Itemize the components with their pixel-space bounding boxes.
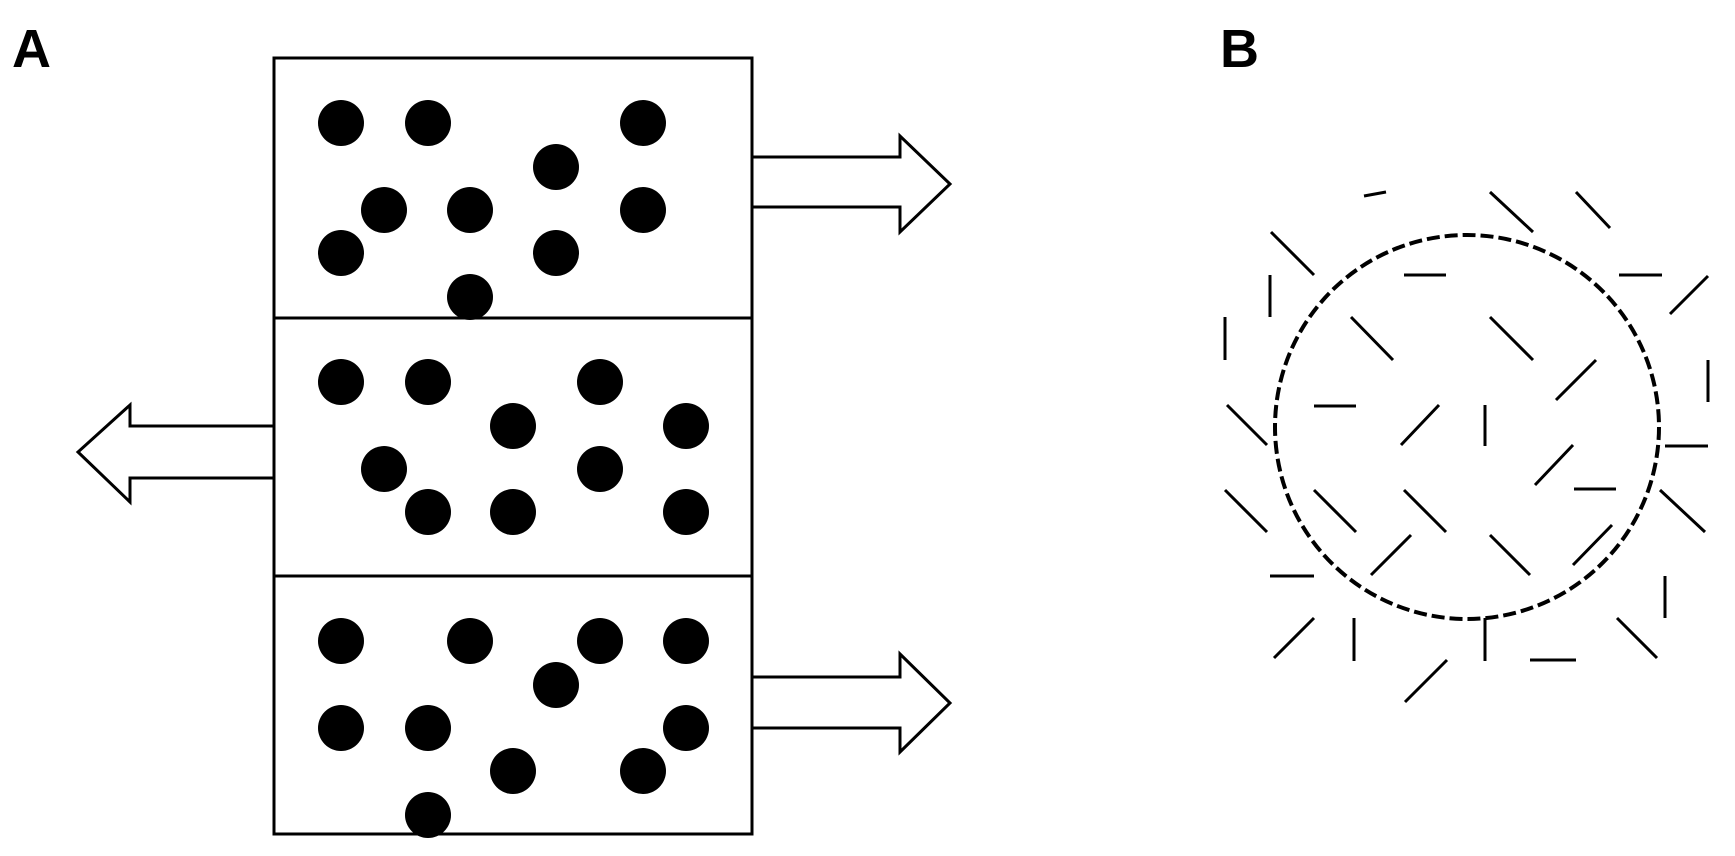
orientation-dash (1403, 658, 1449, 704)
domain-box-top (272, 56, 754, 320)
particle-dot (318, 100, 364, 146)
particle-dot (533, 144, 579, 190)
orientation-dash (1533, 443, 1575, 487)
orientation-dash (1349, 315, 1395, 362)
particle-dot (490, 748, 536, 794)
particle-dot (577, 618, 623, 664)
particle-dot (663, 705, 709, 751)
particle-dot (447, 274, 493, 320)
orientation-dash (1615, 616, 1659, 660)
particle-dot (405, 705, 451, 751)
particle-dot (663, 618, 709, 664)
particle-dot (577, 359, 623, 405)
particle-dot (447, 618, 493, 664)
particle-dot (663, 489, 709, 535)
orientation-dash (1269, 230, 1316, 277)
particle-dot (533, 230, 579, 276)
particle-dot (533, 662, 579, 708)
particle-dot (577, 446, 623, 492)
particle-dot (490, 489, 536, 535)
arrow-right-bottom (750, 650, 953, 756)
dashed-circle (1273, 233, 1661, 621)
particle-dot (405, 359, 451, 405)
particle-group (318, 100, 709, 838)
orientation-dash (1369, 533, 1413, 577)
orientation-dash (1225, 403, 1269, 447)
orientation-dash (1312, 488, 1358, 534)
particle-dot (361, 187, 407, 233)
orientation-dash (1488, 315, 1535, 362)
orientation-dash (1554, 358, 1598, 402)
panel-b-diagram (1223, 190, 1710, 704)
arrow-left-middle (75, 401, 276, 506)
orientation-dash (1658, 488, 1707, 534)
particle-dot (318, 618, 364, 664)
particle-dot (405, 792, 451, 838)
particle-dot (620, 748, 666, 794)
dash-group (1223, 190, 1710, 704)
particle-dot (318, 705, 364, 751)
particle-dot (490, 403, 536, 449)
orientation-dash (1488, 533, 1532, 577)
panel-b-label: B (1220, 19, 1259, 79)
panel-a-diagram (75, 56, 953, 838)
orientation-dash (1223, 488, 1269, 534)
orientation-dash (1399, 403, 1441, 447)
particle-dot (663, 403, 709, 449)
particle-dot (620, 100, 666, 146)
orientation-dash (1668, 274, 1710, 316)
particle-dot (318, 359, 364, 405)
arrow-right-top (750, 132, 953, 236)
particle-dot (620, 187, 666, 233)
orientation-dash (1574, 190, 1612, 230)
orientation-dash (1402, 488, 1448, 534)
orientation-dash (1571, 523, 1614, 567)
orientation-dash (1488, 190, 1535, 234)
particle-dot (318, 230, 364, 276)
panel-a-label: A (12, 19, 51, 79)
particle-dot (405, 489, 451, 535)
domain-box-bottom (272, 574, 754, 836)
particle-dot (361, 446, 407, 492)
orientation-dash (1272, 616, 1316, 660)
orientation-dash (1363, 190, 1387, 198)
particle-dot (447, 187, 493, 233)
particle-dot (405, 100, 451, 146)
